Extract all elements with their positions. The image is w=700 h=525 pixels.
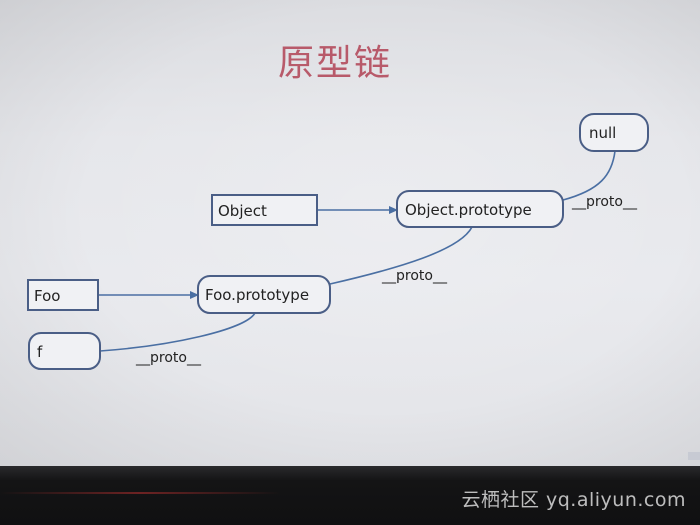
node-null: null	[579, 113, 649, 152]
slide-title: 原型链	[277, 43, 392, 84]
edge-label-object-prototype-to-null: __proto__	[571, 194, 638, 210]
node-null-label: null	[589, 124, 616, 142]
monitor-bezel	[0, 466, 700, 525]
prototype-chain-diagram: null Object Object.prototype Foo Foo.pro…	[27, 113, 649, 370]
proto-link-object-prototype-to-null	[562, 150, 616, 201]
watermark-text: 云栖社区 yq.aliyun.com	[461, 489, 686, 511]
node-object-prototype-label: Object.prototype	[405, 201, 532, 219]
node-foo: Foo	[27, 279, 99, 311]
node-foo-prototype-label: Foo.prototype	[205, 286, 309, 304]
projected-slide	[0, 0, 700, 468]
slide-corner-mark	[688, 452, 700, 460]
edge-label-f-to-foo-prototype: __proto__	[135, 350, 202, 366]
bezel-reflection	[0, 492, 280, 494]
proto-link-f-to-foo-prototype	[99, 312, 256, 352]
node-foo-prototype: Foo.prototype	[197, 275, 331, 314]
node-foo-label: Foo	[34, 287, 60, 305]
node-f: f	[28, 332, 101, 370]
node-object: Object	[211, 194, 318, 226]
node-f-label: f	[37, 343, 43, 361]
edge-label-foo-prototype-to-object-prototype: __proto__	[381, 268, 448, 284]
node-object-prototype: Object.prototype	[396, 190, 564, 228]
proto-link-foo-prototype-to-object-prototype	[329, 226, 473, 285]
node-object-label: Object	[218, 202, 267, 220]
